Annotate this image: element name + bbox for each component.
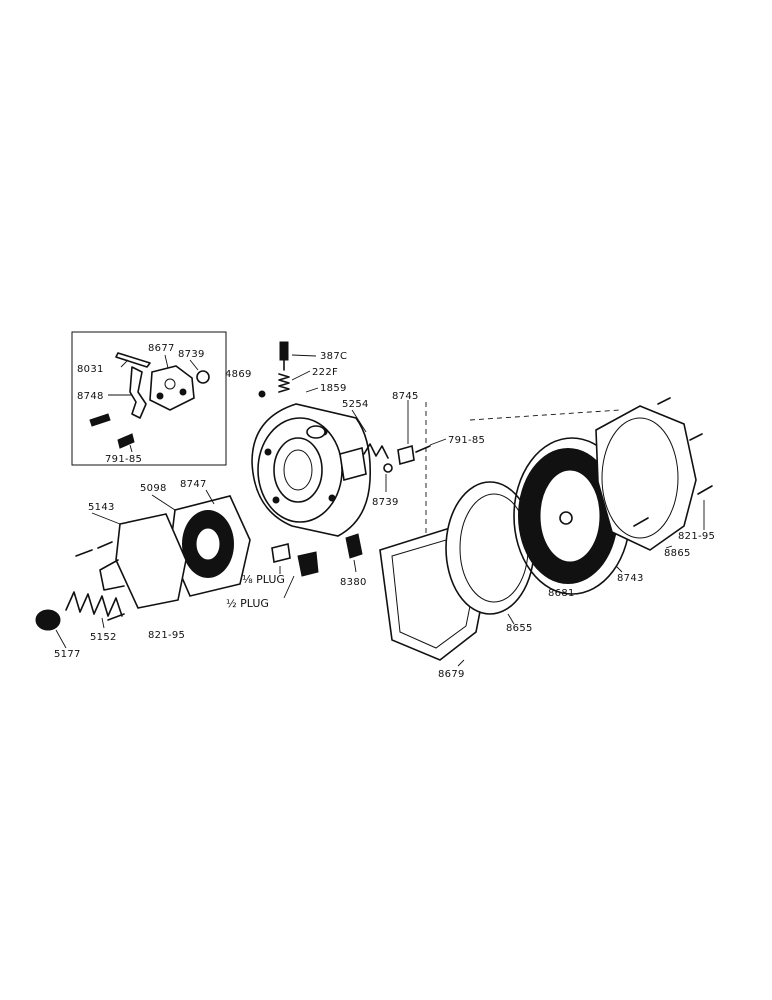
alignment-line-2 [469, 409, 621, 421]
part-8865-cover [595, 405, 697, 551]
screw-right [689, 433, 703, 441]
screw-791-85 [117, 433, 135, 449]
part-387c-screw [279, 341, 289, 371]
label-1859: 1859 [320, 383, 347, 394]
part-5152-spring [65, 591, 123, 617]
label-8380: 8380 [340, 577, 367, 588]
label-791-85-inset: 791-85 [105, 454, 142, 465]
part-8681-diaphragm [518, 448, 618, 584]
label-222f: 222F [312, 367, 338, 378]
part-8677-housing [149, 365, 195, 411]
label-5143: 5143 [88, 502, 115, 513]
part-8031-bracket [115, 352, 151, 368]
part-8380 [345, 533, 363, 559]
label-8739-inset: 8739 [178, 349, 205, 360]
label-821-95-left: 821-95 [148, 630, 185, 641]
part-8748-lever [129, 366, 147, 419]
label-8031: 8031 [77, 364, 104, 375]
part-8747-diaphragm [169, 495, 251, 597]
screw-821-95-left [107, 613, 125, 621]
plug-1-2 [297, 551, 319, 577]
label-5177: 5177 [54, 649, 81, 660]
label-8865: 8865 [664, 548, 691, 559]
label-8743: 8743 [617, 573, 644, 584]
label-8747: 8747 [180, 479, 207, 490]
label-8655: 8655 [506, 623, 533, 634]
screw-791-85-right [415, 445, 431, 453]
label-5254: 5254 [342, 399, 369, 410]
label-8681: 8681 [548, 588, 575, 599]
part-222f-spring [278, 373, 290, 393]
inset-lever-assembly [71, 331, 227, 466]
label-387c: 387C [320, 351, 347, 362]
label-5152: 5152 [90, 632, 117, 643]
label-5098: 5098 [140, 483, 167, 494]
label-4869: 4869 [225, 369, 252, 380]
label-8739-right: 8739 [372, 497, 399, 508]
label-8745: 8745 [392, 391, 419, 402]
part-labels: 387C 222F 1859 4869 8677 8739 8031 8748 … [54, 343, 715, 680]
label-plug-1-2: ½ PLUG [226, 597, 269, 610]
part-1859-body [251, 403, 372, 537]
screw-bottom [633, 517, 649, 527]
screw-a [75, 549, 93, 557]
part-5143-cover [99, 513, 187, 609]
part-8739-washer [383, 463, 393, 473]
label-8748: 8748 [77, 391, 104, 402]
plug-1-8 [271, 543, 291, 563]
label-791-85-right: 791-85 [448, 435, 485, 446]
label-821-95-right: 821-95 [678, 531, 715, 542]
screw-b [97, 541, 113, 549]
part-5177-cap [35, 609, 61, 631]
screw-left [89, 413, 111, 427]
part-8745 [397, 444, 415, 466]
screw-821-95-right [697, 485, 713, 495]
leader-lines [55, 354, 705, 667]
screw-top [657, 397, 671, 405]
label-8677: 8677 [148, 343, 175, 354]
part-4869 [258, 390, 266, 398]
part-5254-spring [363, 443, 389, 459]
inset-frame [71, 331, 227, 466]
label-8679: 8679 [438, 669, 465, 680]
label-plug-1-8: ⅛ PLUG [242, 573, 285, 586]
part-8739-ring [196, 370, 210, 384]
